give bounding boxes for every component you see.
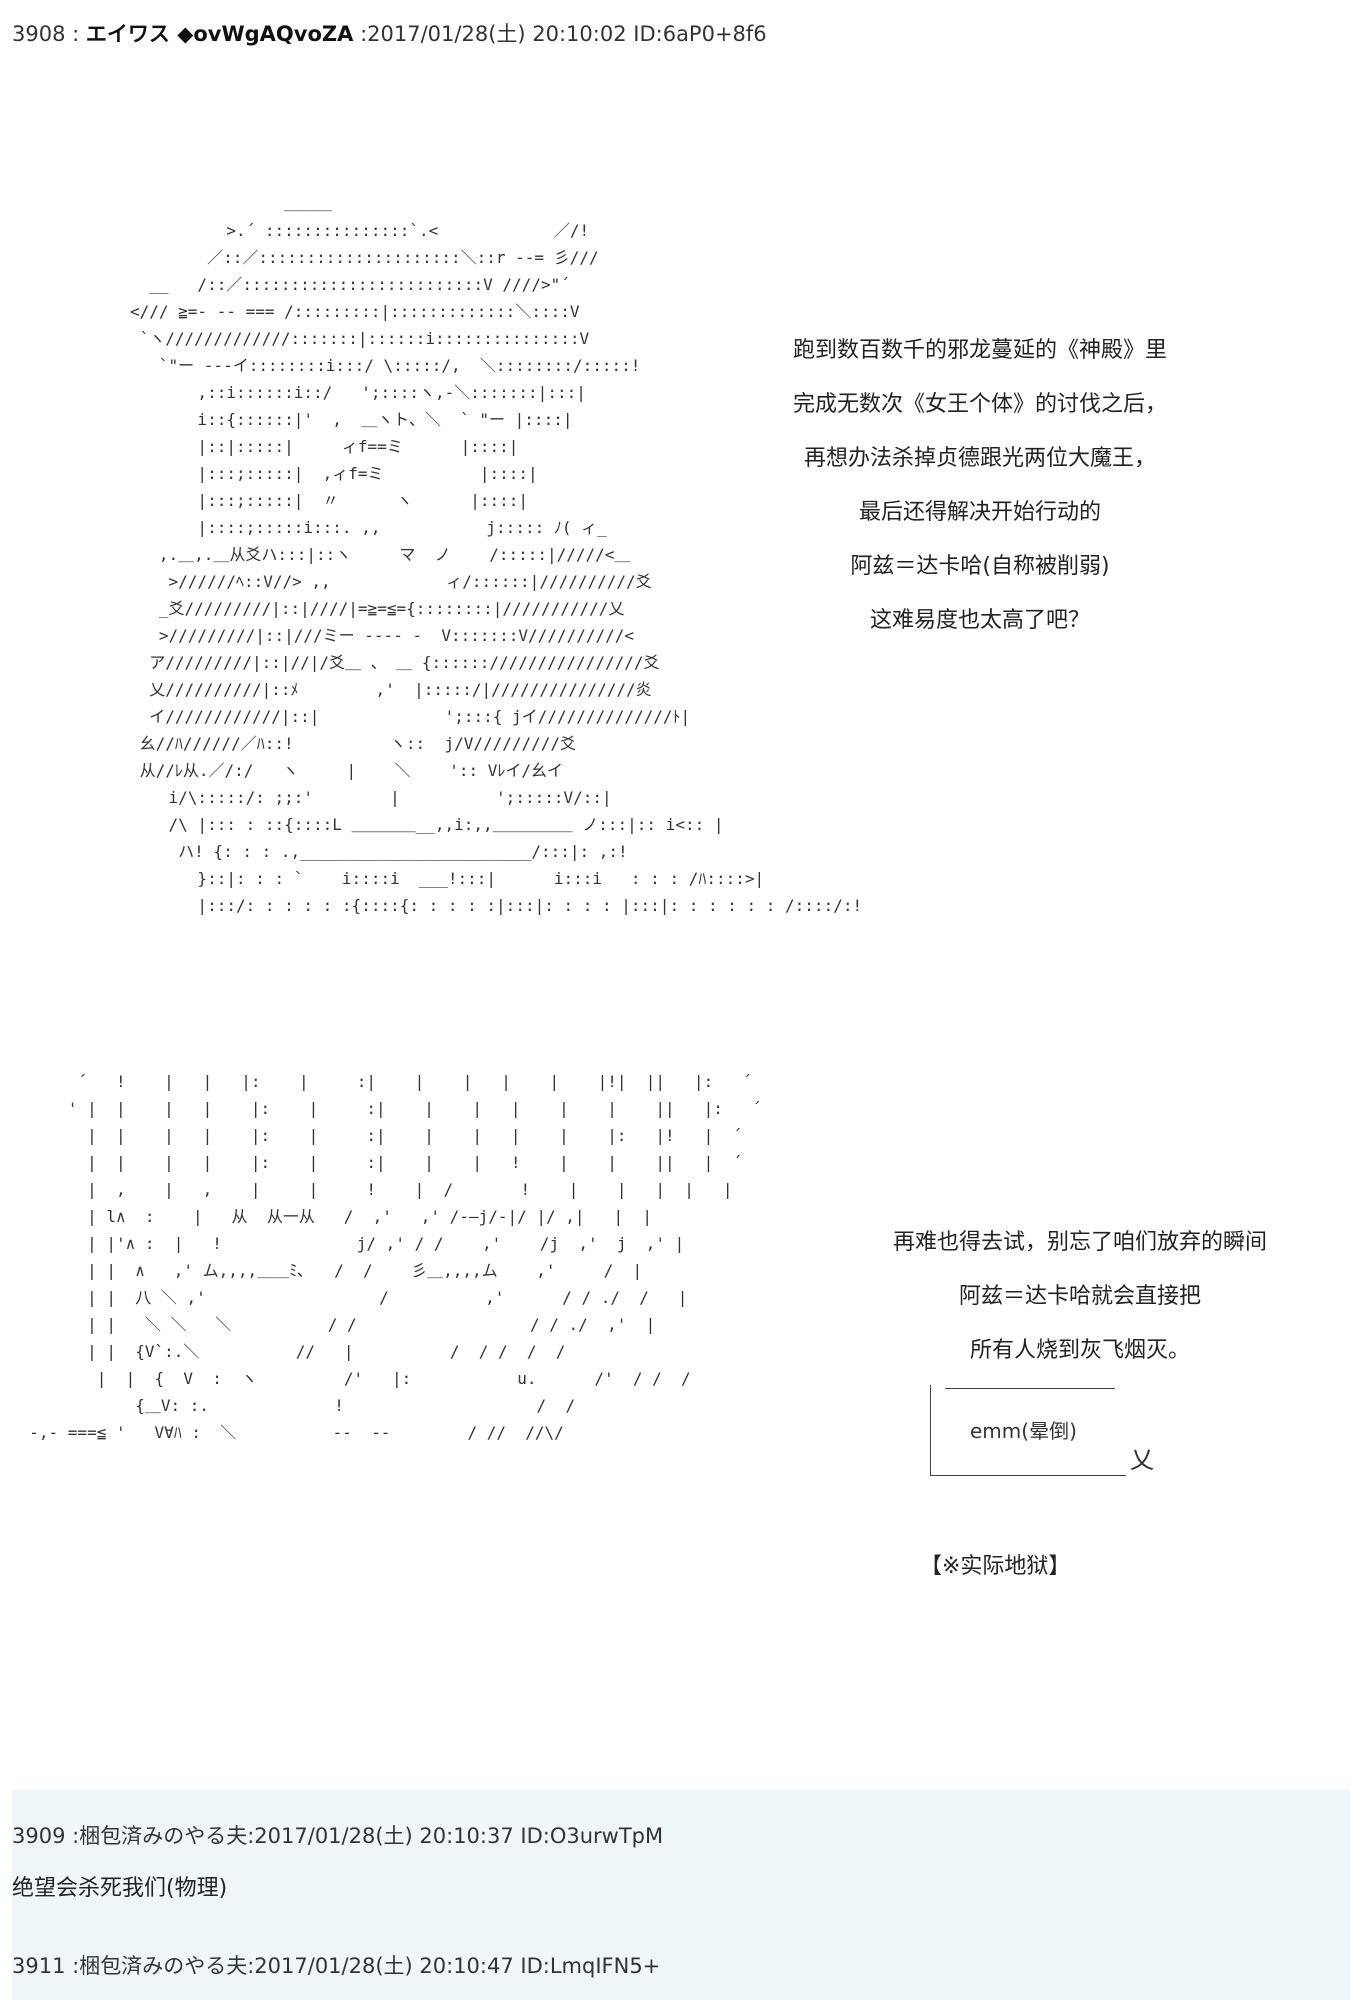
post-id[interactable]: ID:LmqIFN5+: [520, 1954, 661, 1978]
post-number: 3911: [12, 1954, 66, 1978]
reply-area-background: [12, 1790, 1350, 2000]
post-header-3908: 3908 : エイワス ◆ovWgAQvoZA :2017/01/28(土) 2…: [12, 22, 767, 46]
poster-name[interactable]: 梱包済みのやる夫: [79, 1954, 248, 1978]
dialog-line: 再想办法杀掉贞德跟光两位大魔王，: [803, 446, 1156, 471]
post-id[interactable]: ID:O3urwTpM: [520, 1824, 664, 1848]
dialog-line: 最后还得解决开始行动的: [858, 500, 1101, 525]
dialog-line: 阿兹＝达卡哈(自称被削弱): [850, 554, 1110, 579]
post-number: 3909: [12, 1824, 66, 1848]
dialog-line: 所有人烧到灰飞烟灭。: [969, 1338, 1190, 1363]
poster-name[interactable]: 梱包済みのやる夫: [79, 1824, 248, 1848]
dialog-line: 跑到数百数千的邪龙蔓延的《神殿》里: [792, 338, 1167, 363]
post-body-3909: 绝望会杀死我们(物理): [12, 1876, 228, 1901]
ascii-art-character-1: ＿＿＿ >.´ :::::::::::::::`.< ／/! ／::／:::::…: [130, 194, 863, 915]
post-header-3911: 3911 :梱包済みのやる夫:2017/01/28(土) 20:10:47 ID…: [12, 1954, 661, 1978]
post-id[interactable]: ID:6aP0+8f6: [633, 22, 767, 46]
dialog-line: 阿兹＝达卡哈就会直接把: [958, 1284, 1201, 1309]
annotation-note: 【※实际地狱】: [920, 1554, 1071, 1579]
post-datetime: 2017/01/28(土) 20:10:02: [367, 22, 627, 46]
speech-bubble-top-border: [945, 1388, 1115, 1389]
post-header-3909: 3909 :梱包済みのやる夫:2017/01/28(土) 20:10:37 ID…: [12, 1824, 664, 1848]
dialog-text-2: 再难也得去试，别忘了咱们放弃的瞬间 阿兹＝达卡哈就会直接把 所有人烧到灰飞烟灭。: [860, 1216, 1300, 1378]
post-datetime: 2017/01/28(土) 20:10:37: [254, 1824, 514, 1848]
dialog-line: 完成无数次《女王个体》的讨伐之后，: [792, 392, 1167, 417]
dialog-line: 再难也得去试，别忘了咱们放弃的瞬间: [892, 1230, 1267, 1255]
ascii-art-character-2: ´ ! | | |: | :| | | | | |!| || |: ´ ' | …: [29, 1072, 762, 1442]
dialog-line: 这难易度也太高了吧？: [869, 608, 1090, 633]
speech-bubble: [930, 1385, 1126, 1476]
speech-bubble-text: emm(晕倒): [970, 1419, 1077, 1443]
dialog-text-1: 跑到数百数千的邪龙蔓延的《神殿》里 完成无数次《女王个体》的讨伐之后， 再想办法…: [770, 324, 1190, 648]
post-number: 3908: [12, 22, 66, 46]
post-datetime: 2017/01/28(土) 20:10:47: [254, 1954, 514, 1978]
speech-bubble-tail: 乂: [1130, 1446, 1154, 1474]
poster-name[interactable]: エイワス ◆ovWgAQvoZA: [85, 22, 354, 46]
